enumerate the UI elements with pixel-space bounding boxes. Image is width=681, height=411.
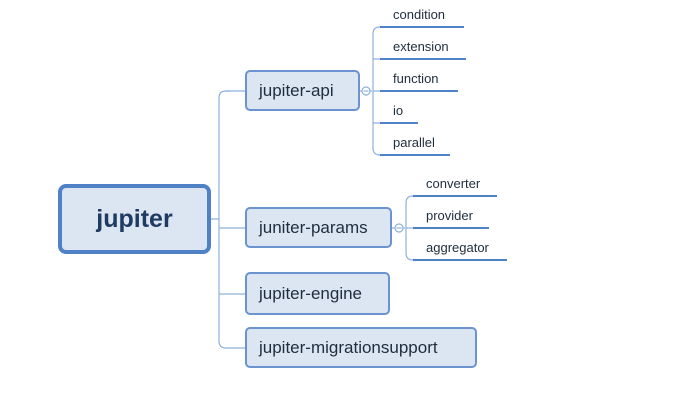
branch-node-label: jupiter-migrationsupport [259, 337, 438, 357]
leaf-extension[interactable]: extension [393, 39, 449, 54]
leaf-parallel[interactable]: parallel [393, 135, 435, 150]
leaf-function[interactable]: function [393, 71, 439, 86]
branch-node-label: juniter-params [259, 217, 368, 237]
branch-node-jupiter-engine[interactable]: jupiter-engine [245, 272, 390, 315]
root-node-jupiter[interactable]: jupiter [58, 184, 211, 254]
connector-branch-trunk [218, 90, 245, 349]
branch-node-jupiter-migrationsupport[interactable]: jupiter-migrationsupport [245, 327, 477, 368]
root-node-label: jupiter [96, 204, 173, 233]
branch-node-label: jupiter-engine [259, 283, 363, 303]
branch-node-jupiter-api[interactable]: jupiter-api [245, 70, 360, 111]
leaf-provider[interactable]: provider [426, 208, 473, 223]
leaf-io[interactable]: io [393, 103, 404, 118]
branch-node-juniter-params[interactable]: juniter-params [245, 207, 392, 248]
leaf-condition[interactable]: condition [393, 7, 446, 22]
leaf-aggregator[interactable]: aggregator [426, 240, 489, 255]
connector-api-ticks [373, 58, 380, 124]
branch-node-label: jupiter-api [259, 80, 334, 100]
leaf-converter[interactable]: converter [426, 176, 481, 191]
